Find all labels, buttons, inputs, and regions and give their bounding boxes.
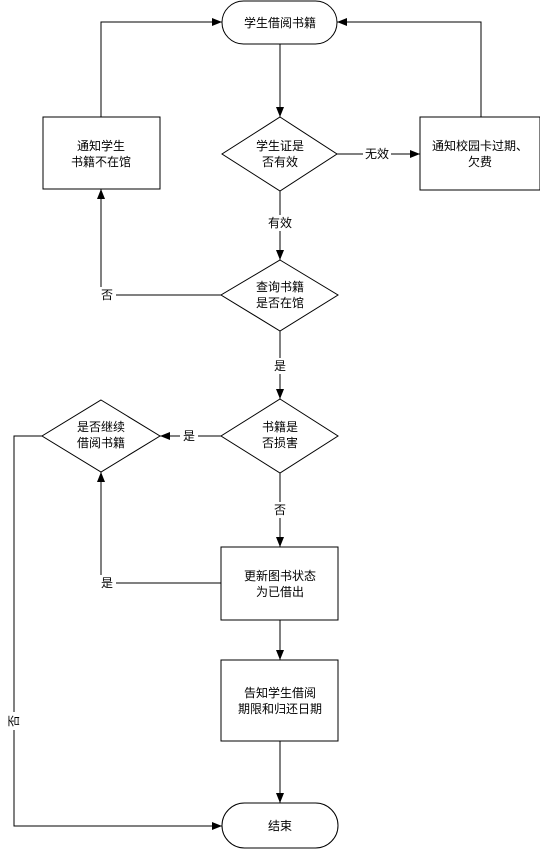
notify-absent-box [42, 116, 161, 190]
notify-card-label-2: 欠费 [468, 154, 492, 169]
inform-dates-label-1: 告知学生借阅 [244, 685, 316, 700]
update-status-label-1: 更新图书状态 [244, 568, 316, 583]
end-label: 结束 [268, 819, 292, 833]
notify-absent-label-1: 通知学生 [77, 138, 125, 153]
label-card-valid: 有效 [268, 215, 292, 230]
node-check-card: 学生证是 否有效 [221, 116, 338, 192]
node-inform-dates: 告知学生借阅 期限和归还日期 [220, 659, 339, 742]
query-book-diamond [220, 259, 339, 332]
node-query-book: 查询书籍 是否在馆 [220, 259, 339, 332]
node-update-status: 更新图书状态 为已借出 [220, 546, 339, 621]
start-label: 学生借阅书籍 [244, 15, 316, 30]
check-damage-diamond [220, 398, 339, 474]
notify-card-box [419, 116, 540, 191]
inform-dates-box [220, 659, 339, 742]
edge-continue-no [13, 435, 222, 830]
start-terminator [221, 0, 338, 45]
inform-dates-label-2: 期限和归还日期 [238, 702, 322, 716]
end-terminator [221, 802, 339, 849]
edge-labels: 无效 有效 否 是 是 否 是 否 [6, 146, 391, 730]
check-card-label-2: 否有效 [262, 154, 298, 169]
query-book-label-1: 查询书籍 [256, 279, 304, 294]
edge-notify-card-to-start [337, 18, 482, 117]
update-status-box [220, 546, 339, 621]
check-card-label-1: 学生证是 [256, 138, 304, 153]
label-continue-yes: 是 [101, 576, 113, 590]
check-damage-label-1: 书籍是 [262, 419, 298, 434]
notify-absent-label-2: 书籍不在馆 [71, 154, 131, 169]
edge-notify-absent-to-start [100, 18, 222, 117]
continue-borrow-diamond [41, 399, 161, 473]
label-book-present: 是 [274, 359, 286, 373]
continue-borrow-label-1: 是否继续 [77, 420, 125, 434]
label-card-invalid: 无效 [365, 146, 389, 161]
check-damage-label-2: 否损害 [262, 435, 298, 450]
update-status-label-2: 为已借出 [256, 585, 304, 599]
label-damaged-yes: 是 [183, 429, 195, 443]
query-book-label-2: 是否在馆 [256, 295, 304, 310]
edge-continue-yes [97, 472, 221, 584]
continue-borrow-label-2: 借阅书籍 [77, 435, 125, 450]
node-end: 结束 [221, 802, 339, 849]
label-book-absent: 否 [101, 288, 113, 302]
node-notify-card: 通知校园卡过期、 欠费 [419, 116, 540, 191]
notify-card-label-1: 通知校园卡过期、 [432, 138, 528, 153]
node-continue-borrow: 是否继续 借阅书籍 [41, 399, 161, 473]
label-continue-no: 否 [7, 715, 21, 727]
check-card-diamond [221, 116, 338, 192]
node-notify-absent: 通知学生 书籍不在馆 [42, 116, 161, 190]
node-check-damage: 书籍是 否损害 [220, 398, 339, 474]
edge-book-absent [97, 189, 221, 296]
label-damaged-no: 否 [274, 503, 286, 517]
node-start: 学生借阅书籍 [221, 0, 338, 45]
